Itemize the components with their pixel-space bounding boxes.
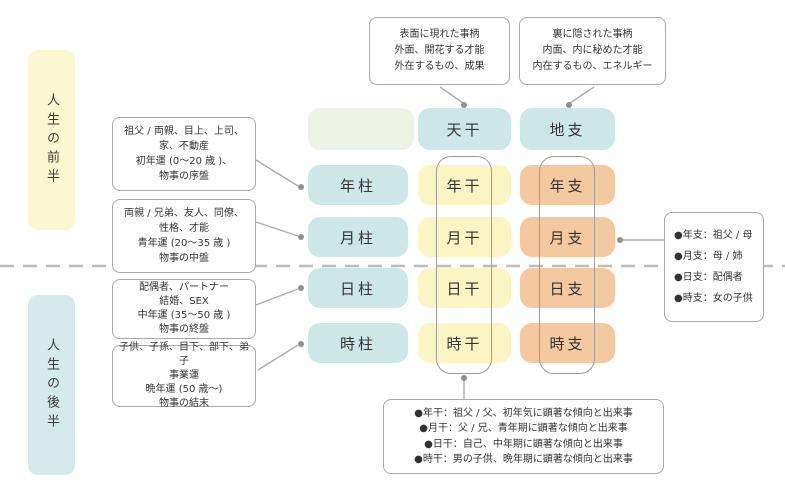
callout-line: 裏に隠された事柄	[552, 29, 633, 40]
callout-line: 両親 / 兄弟、友人、同僚、	[124, 208, 244, 219]
callout-line: 表面に現れた事柄	[399, 29, 480, 40]
stem-callout-dot	[461, 375, 467, 381]
callout-line: 配偶者、パートナー	[139, 282, 229, 293]
callout-earthly-branches: 裏に隠された事柄 内面、内に秘めた才能 内在するもの、エネルギー	[519, 17, 666, 85]
tenkan-pointer-dot	[461, 102, 467, 108]
branch-column-outline	[539, 156, 595, 374]
callout-heavenly-stems: 表面に現れた事柄 外面、開花する才能 外在するもの、成果	[369, 17, 510, 85]
callout-line: 祖父 / 両親、目上、上司、	[124, 126, 244, 137]
cell-year-branch: 年支	[520, 165, 615, 205]
day-pillar-pointer-dot	[298, 285, 304, 291]
cell-hour-branch: 時支	[520, 323, 615, 363]
cell-hour-pillar: 時柱	[308, 323, 408, 363]
stem-column-outline	[436, 156, 492, 374]
callout-line: 中年運 (35〜50 歳 )	[137, 310, 231, 321]
callout-line: 内在するもの、エネルギー	[532, 61, 653, 72]
cell-year-pillar: 年柱	[308, 165, 408, 205]
cell-day-pillar: 日柱	[308, 268, 408, 308]
grid-header-heavenly-stem: 天干	[418, 108, 511, 150]
callout-line: ●日干：自己、中年期に顕著な傾向と出来事	[424, 438, 623, 450]
cell-month-branch: 月支	[520, 217, 615, 257]
callout-line: 子供、子孫、目下、部下、弟子	[119, 342, 249, 367]
callout-line: ●時支：女の子供	[674, 293, 753, 304]
callout-line: ●年支：祖父 / 母	[674, 230, 753, 241]
callout-line: ●月干：父 / 兄、青年期に顕著な傾向と出来事	[419, 423, 628, 434]
callout-line: ●日支：配偶者	[674, 272, 743, 283]
cell-month-pillar: 月柱	[308, 217, 408, 257]
chishi-pointer-dot	[566, 102, 572, 108]
callout-line: 物事の中盤	[159, 253, 209, 264]
callout-line: 事業運	[169, 370, 199, 381]
callout-stem-meanings: ●年干：祖父 / 父、初年気に顕著な傾向と出来事 ●月干：父 / 兄、青年期に顕…	[383, 399, 664, 474]
callout-line: 物事の序盤	[159, 171, 209, 182]
callout-line: 物事の結末	[159, 398, 209, 409]
callout-hour-pillar: 子供、子孫、目下、部下、弟子 事業運 晩年運 (50 歳〜) 物事の結末	[112, 342, 256, 409]
cell-day-branch: 日支	[520, 268, 615, 308]
grid-header-blank	[308, 108, 414, 150]
callout-line: ●時干：男の子供、晩年期に顕著な傾向と出来事	[414, 454, 633, 465]
callout-line: 初年運 (0〜20 歳 )、	[135, 156, 233, 167]
month-pillar-pointer-dot	[298, 234, 304, 240]
branch-callout-dot	[617, 237, 623, 243]
callout-year-pillar: 祖父 / 両親、目上、上司、 家、不動産 初年運 (0〜20 歳 )、 物事の序…	[112, 117, 256, 191]
callout-line: 性格、才能	[159, 223, 209, 234]
callout-line: 物事の終盤	[159, 324, 209, 335]
callout-day-pillar: 配偶者、パートナー 結婚、SEX 中年運 (35〜50 歳 ) 物事の終盤	[112, 279, 256, 339]
callout-line: ●年干：祖父 / 父、初年気に顕著な傾向と出来事	[414, 407, 633, 419]
cell-hour-stem: 時干	[418, 323, 511, 363]
callout-branch-meanings: ●年支：祖父 / 母 ●月支：母 / 姉 ●日支：配偶者 ●時支：女の子供	[664, 212, 764, 322]
cell-year-stem: 年干	[418, 165, 511, 205]
label-first-half-of-life: 人生の前半	[28, 50, 75, 230]
label-second-half-of-life: 人生の後半	[28, 295, 75, 475]
callout-line: ●月支：母 / 姉	[674, 251, 743, 262]
callout-line: 晩年運 (50 歳〜)	[145, 384, 223, 395]
cell-month-stem: 月干	[418, 217, 511, 257]
callout-line: 家、不動産	[159, 141, 209, 152]
callout-line: 結婚、SEX	[159, 296, 209, 307]
grid-header-earthly-branch: 地支	[520, 108, 615, 150]
callout-line: 青年運 (20〜35 歳 )	[137, 238, 231, 249]
year-pillar-pointer-dot	[298, 184, 304, 190]
callout-month-pillar: 両親 / 兄弟、友人、同僚、 性格、才能 青年運 (20〜35 歳 ) 物事の中…	[112, 199, 256, 273]
callout-line: 外在するもの、成果	[394, 61, 485, 72]
callout-line: 外面、開花する才能	[394, 45, 485, 56]
cell-day-stem: 日干	[418, 268, 511, 308]
callout-line: 内面、内に秘めた才能	[542, 45, 643, 56]
hour-pillar-pointer-dot	[298, 341, 304, 347]
